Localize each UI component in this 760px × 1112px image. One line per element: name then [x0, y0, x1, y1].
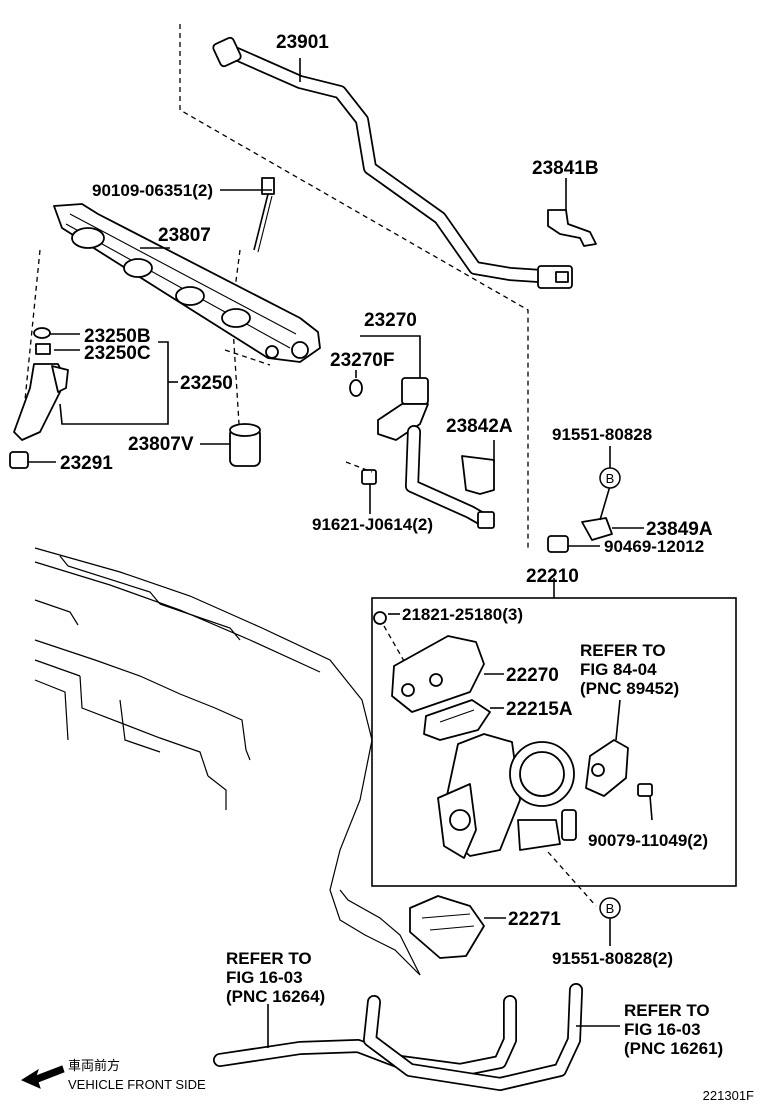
vehicle-front-indicator: 車両前方 VEHICLE FRONT SIDE: [20, 1058, 206, 1092]
label-23291[interactable]: 23291: [60, 453, 113, 474]
figure-id: 221301F: [703, 1088, 754, 1103]
clip-23842a: [461, 455, 495, 495]
label-91551-bottom[interactable]: 91551-80828(2): [552, 949, 673, 968]
gasket-22271: [409, 895, 485, 959]
label-23270f[interactable]: 23270F: [330, 350, 394, 371]
refer-fig-16-03-16264[interactable]: REFER TO FIG 16-03 (PNC 16264): [226, 949, 325, 1006]
label-90109[interactable]: 90109-06351(2): [92, 181, 213, 200]
label-23901[interactable]: 23901: [276, 32, 329, 53]
label-21821[interactable]: 21821-25180(3): [402, 605, 523, 624]
refer-16264-line1: REFER TO: [226, 949, 312, 968]
throttle-body-22210: [437, 733, 577, 859]
label-23270[interactable]: 23270: [364, 310, 417, 331]
label-22270[interactable]: 22270: [506, 665, 559, 686]
refer-fig-16-03-16261[interactable]: REFER TO FIG 16-03 (PNC 16261): [624, 1001, 723, 1058]
refer-fig-84-04[interactable]: REFER TO FIG 84-04 (PNC 89452): [580, 641, 679, 698]
label-23250b[interactable]: 23250B: [84, 326, 151, 347]
label-23807v[interactable]: 23807V: [128, 434, 194, 455]
leader-lines: [28, 58, 653, 1048]
refer-84-line2: FIG 84-04: [580, 660, 657, 679]
front-arrow-icon: [20, 1065, 65, 1089]
label-22271[interactable]: 22271: [508, 909, 561, 930]
refer-16261-line2: FIG 16-03: [624, 1020, 701, 1039]
label-23841b[interactable]: 23841B: [532, 158, 599, 179]
gasket-22215a: [423, 699, 491, 741]
engine-outline: [34, 547, 421, 976]
label-23250c[interactable]: 23250C: [84, 343, 151, 364]
injector-parts: [9, 327, 69, 469]
refer-16261-line1: REFER TO: [624, 1001, 710, 1020]
refer-16264-line2: FIG 16-03: [226, 968, 303, 987]
refer-84-line3: (PNC 89452): [580, 679, 679, 698]
refer-84-line1: REFER TO: [580, 641, 666, 660]
label-22210[interactable]: 22210: [526, 566, 579, 587]
refer-16264-line3: (PNC 16264): [226, 987, 325, 1006]
bolt-90109: [253, 177, 275, 253]
valve-22270: [391, 635, 485, 713]
callout-b-top-text: B: [606, 471, 615, 486]
fuel-hose-23901: [212, 36, 573, 289]
refer-16261-line3: (PNC 16261): [624, 1039, 723, 1058]
label-90079[interactable]: 90079-11049(2): [588, 831, 708, 850]
water-hoses: [213, 983, 583, 1091]
bolt-91621: [345, 461, 377, 485]
label-90469[interactable]: 90469-12012: [604, 537, 704, 556]
front-label-japanese: 車両前方: [68, 1058, 120, 1073]
front-label-english: VEHICLE FRONT SIDE: [68, 1077, 206, 1092]
label-23842a[interactable]: 23842A: [446, 416, 513, 437]
callout-b-bottom: B: [599, 897, 621, 919]
delivery-pipe-23807: [53, 203, 321, 363]
clip-23841b: [547, 209, 597, 247]
regulator-23270: [349, 377, 495, 529]
label-91551-top[interactable]: 91551-80828: [552, 425, 652, 444]
label-22215a[interactable]: 22215A: [506, 699, 573, 720]
label-23849a[interactable]: 23849A: [646, 519, 713, 540]
sensor-23849a: [547, 517, 613, 553]
label-91621[interactable]: 91621-J0614(2): [312, 515, 433, 534]
callout-b-top: B: [599, 467, 621, 489]
callout-b-bottom-text: B: [606, 901, 615, 916]
label-23807[interactable]: 23807: [158, 225, 211, 246]
throttle-sensor: [585, 739, 653, 797]
label-23250[interactable]: 23250: [180, 373, 233, 394]
insulator-23807v: [229, 423, 261, 467]
